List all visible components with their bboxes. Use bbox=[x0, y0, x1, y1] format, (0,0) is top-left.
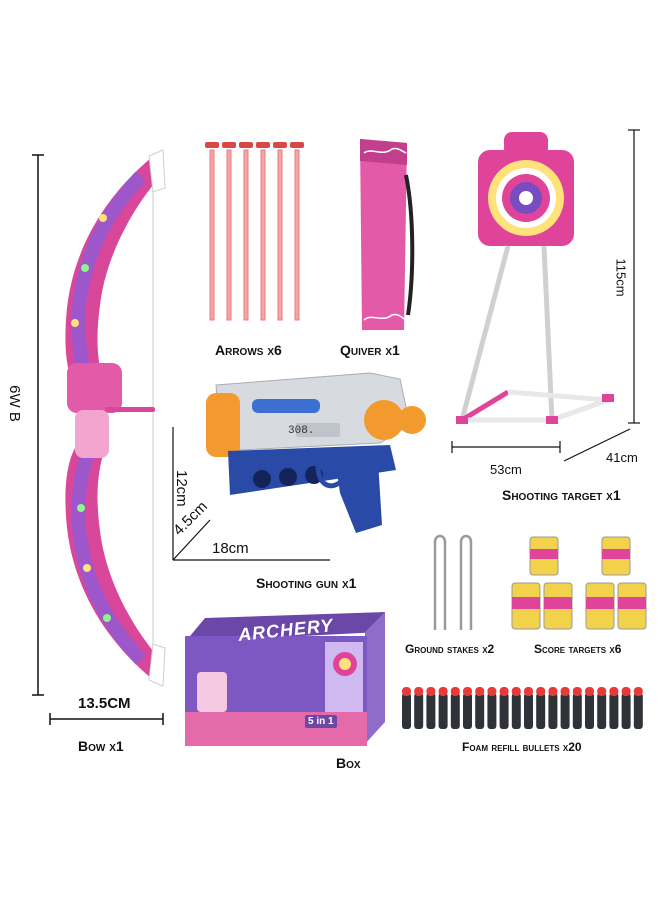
bow-height-label: 6W B bbox=[5, 385, 23, 422]
target-height-dimension bbox=[628, 129, 640, 424]
foam-bullet bbox=[585, 693, 594, 729]
target-height-label: 115cm bbox=[613, 258, 629, 297]
foam-bullet-tip bbox=[450, 687, 460, 696]
foam-bullet bbox=[414, 693, 424, 729]
foam-bullet-tip bbox=[475, 687, 485, 696]
foam-bullet-tip bbox=[524, 687, 533, 696]
stakes-image bbox=[433, 534, 473, 630]
foam-bullet bbox=[426, 693, 436, 729]
foam-bullet-tip bbox=[511, 687, 521, 696]
foam-bullet-tip bbox=[499, 687, 509, 696]
foam-bullet bbox=[450, 693, 460, 729]
foam-bullet-tip bbox=[609, 687, 619, 696]
quiver-label: Quiver x1 bbox=[340, 342, 400, 358]
foam-bullet bbox=[572, 693, 582, 729]
gun-image bbox=[206, 372, 426, 533]
foam-bullet-tip bbox=[536, 687, 546, 696]
foam-bullet bbox=[402, 693, 411, 729]
bow-width-label: 13.5CM bbox=[78, 695, 131, 712]
box-label: Box bbox=[336, 755, 361, 771]
foam-bullet bbox=[536, 693, 546, 729]
foam-bullet bbox=[511, 693, 521, 729]
target-base-dimensions bbox=[451, 428, 631, 462]
foam-bullet-tip bbox=[402, 687, 411, 696]
gun-length-label: 18cm bbox=[212, 540, 249, 557]
bullets-label: Foam refill bullets x20 bbox=[462, 740, 582, 754]
gun-dimensions bbox=[172, 427, 330, 561]
foam-bullet-tip bbox=[572, 687, 582, 696]
target-depth-label: 41cm bbox=[606, 450, 638, 465]
foam-bullet-tip bbox=[597, 687, 607, 696]
gun-counter: 308. bbox=[288, 425, 315, 437]
foam-bullet bbox=[633, 693, 643, 729]
foam-bullet bbox=[499, 693, 509, 729]
foam-bullet-tip bbox=[463, 687, 472, 696]
foam-bullet-tip bbox=[633, 687, 643, 696]
bow-image bbox=[65, 149, 166, 687]
foam-bullet bbox=[621, 693, 631, 729]
foam-bullet bbox=[438, 693, 448, 729]
foam-bullet-tip bbox=[585, 687, 594, 696]
stakes-label: Ground stakes x2 bbox=[405, 642, 495, 656]
foam-bullet bbox=[524, 693, 533, 729]
box-image bbox=[185, 612, 385, 746]
foam-bullet-tip bbox=[548, 687, 558, 696]
foam-bullet bbox=[560, 693, 570, 729]
foam-bullet-tip bbox=[438, 687, 448, 696]
target-width-label: 53cm bbox=[490, 462, 522, 477]
bow-label: Bow x1 bbox=[78, 738, 124, 754]
foam-bullet bbox=[487, 693, 497, 729]
score-targets-label: Score targets x6 bbox=[534, 642, 622, 656]
target-label: Shooting target x1 bbox=[502, 487, 621, 503]
arrows-image bbox=[205, 142, 304, 321]
quiver-image bbox=[360, 139, 415, 330]
bow-height-dimension bbox=[32, 154, 44, 696]
foam-bullet-tip bbox=[487, 687, 497, 696]
bow-width-dimension bbox=[49, 713, 164, 725]
foam-bullet-tip bbox=[426, 687, 436, 696]
foam-bullet bbox=[548, 693, 558, 729]
box-badge: 5 in 1 bbox=[305, 715, 337, 728]
foam-bullet-tip bbox=[560, 687, 570, 696]
bullets-image bbox=[402, 687, 643, 729]
target-image bbox=[456, 132, 614, 424]
gun-label: Shooting gun x1 bbox=[256, 575, 357, 591]
foam-bullet bbox=[609, 693, 619, 729]
foam-bullet bbox=[597, 693, 607, 729]
arrows-label: Arrows x6 bbox=[215, 342, 282, 358]
score-targets-image bbox=[511, 536, 647, 630]
foam-bullet-tip bbox=[621, 687, 631, 696]
foam-bullet-tip bbox=[414, 687, 424, 696]
gun-height-label: 12cm bbox=[173, 470, 190, 507]
foam-bullet bbox=[463, 693, 472, 729]
foam-bullet bbox=[475, 693, 485, 729]
